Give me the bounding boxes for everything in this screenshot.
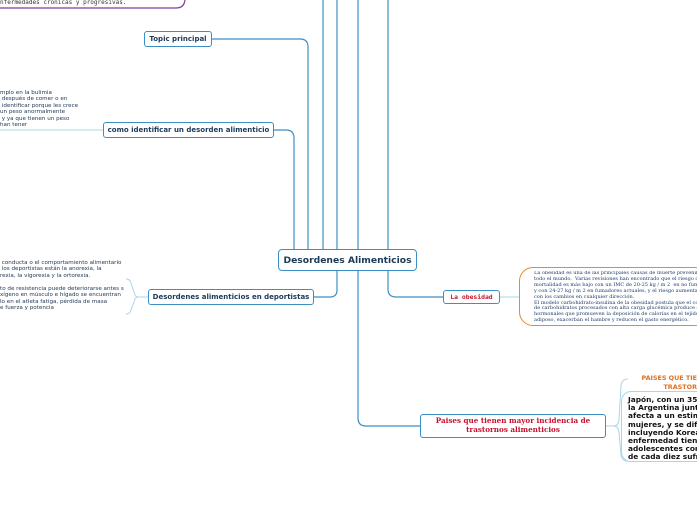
top-note: nfermedades crónicas y progresivas. [0, 0, 127, 6]
paises-callout-title: PAISES QUE TIE TRASTOR [641, 374, 697, 391]
central-topic-label: Desordenes Alimenticios [283, 254, 412, 266]
topic-paises-label: Paises que tienen mayor incidencia de tr… [435, 416, 591, 434]
topic-obesidad[interactable]: La obesidad [443, 290, 500, 304]
central-topic[interactable]: Desordenes Alimenticios [278, 249, 417, 271]
deportistas-note-1: conducta o el comportamiento alimentario… [0, 260, 122, 279]
topic-obesidad-label: La obesidad [450, 293, 493, 301]
paises-callout-text: Japón, con un 35% la Argentina junto c a… [628, 395, 697, 462]
topic-deportistas[interactable]: Desordenes alimenticios en deportistas [148, 289, 314, 305]
topic-identificar-label: como identificar un desorden alimenticio [107, 126, 270, 134]
topic-identificar[interactable]: como identificar un desorden alimenticio [103, 122, 274, 138]
identificar-note: mplo en la bulimia después de comer o en… [0, 90, 79, 129]
deportistas-note-2: to de resistencia puede deteriorarse ant… [0, 286, 124, 312]
topic-paises[interactable]: Paises que tienen mayor incidencia de tr… [420, 414, 606, 438]
obesidad-note: La obesidad es una de las principales ca… [534, 271, 697, 324]
paises-callout-box: Japón, con un 35% la Argentina junto c a… [621, 391, 697, 462]
obesidad-note-box: La obesidad es una de las principales ca… [519, 267, 697, 326]
topic-principal[interactable]: Topic principal [144, 31, 212, 47]
topic-principal-label: Topic principal [149, 35, 207, 43]
topic-deportistas-label: Desordenes alimenticios en deportistas [152, 293, 310, 301]
